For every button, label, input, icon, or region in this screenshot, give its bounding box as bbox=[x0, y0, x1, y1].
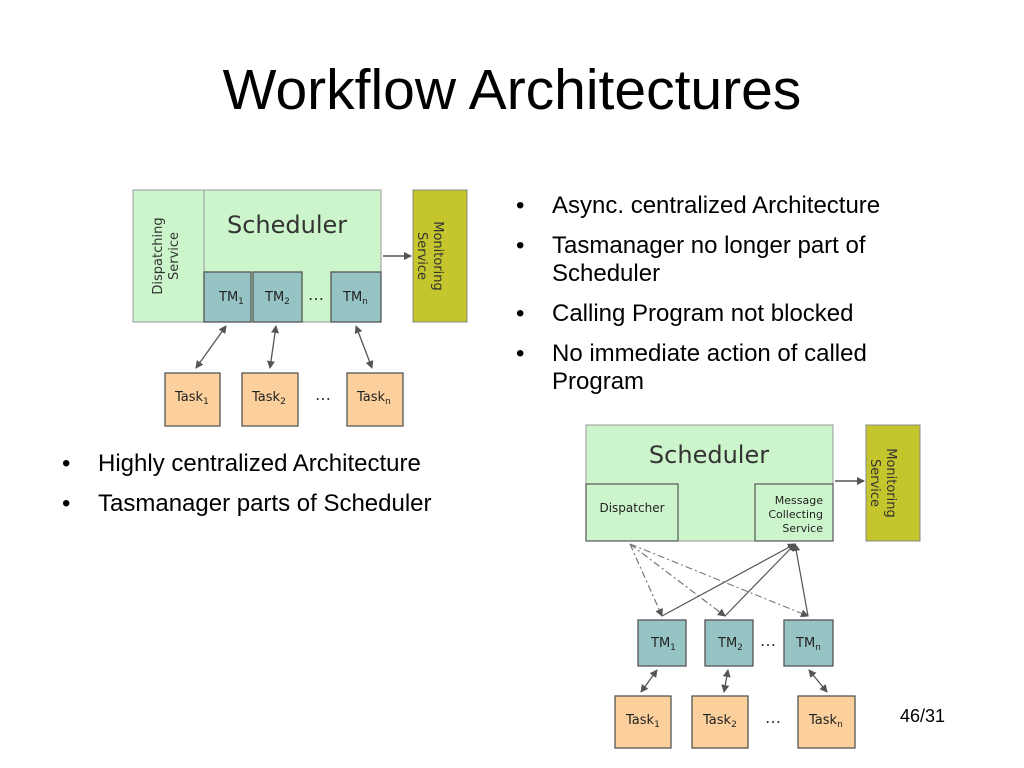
task-label: Task2 bbox=[251, 390, 286, 407]
bullet-item: Highly centralized Architecture bbox=[58, 450, 518, 478]
monitoring-service-label: Monitoring Service bbox=[867, 448, 898, 518]
monitoring-service-box bbox=[412, 189, 468, 323]
dispatch-links bbox=[629, 543, 809, 618]
tm-box bbox=[637, 619, 687, 667]
scheduler-label: Scheduler bbox=[649, 441, 769, 469]
tm-label: TM1 bbox=[650, 636, 676, 653]
message-label: Service bbox=[782, 522, 823, 535]
ellipsis: … bbox=[315, 385, 331, 404]
link-arrow bbox=[195, 325, 227, 369]
tm-box bbox=[330, 271, 382, 323]
task-box bbox=[614, 695, 672, 749]
dispatching-service-label: Dispatching Service bbox=[151, 217, 182, 294]
message-label: Message bbox=[775, 494, 823, 507]
message-collecting-service-box bbox=[754, 483, 834, 542]
tm-label: TM1 bbox=[218, 290, 244, 307]
tm-box bbox=[783, 619, 834, 667]
task-label: Taskn bbox=[356, 390, 391, 407]
monitoring-service-label: Monitoring Service bbox=[414, 221, 445, 291]
task-label: Taskn bbox=[808, 713, 843, 730]
task-box bbox=[346, 372, 404, 427]
tm-box bbox=[252, 271, 303, 323]
task-box bbox=[164, 372, 221, 427]
tm-label: TM2 bbox=[717, 636, 743, 653]
bullet-item: Calling Program not blocked bbox=[512, 300, 962, 328]
link-arrow bbox=[721, 669, 731, 693]
bullet-item: No immediate action of called Program bbox=[512, 340, 962, 396]
task-box bbox=[691, 695, 749, 749]
bullet-item: Async. centralized Architecture bbox=[512, 192, 962, 220]
svg-text:Service: Service bbox=[867, 459, 882, 507]
task-box bbox=[241, 372, 299, 427]
tm-label: TM2 bbox=[264, 290, 290, 307]
bullet-list-async: Async. centralized Architecture Tasmanag… bbox=[512, 192, 962, 408]
ellipsis: … bbox=[308, 285, 324, 304]
link-arrow bbox=[640, 669, 658, 693]
bullet-item: Tasmanager no longer part of Scheduler bbox=[512, 232, 962, 288]
bullet-list-centralized: Highly centralized Architecture Tasmanag… bbox=[58, 450, 518, 530]
async-architecture-diagram: Scheduler Dispatcher Message Collecting … bbox=[585, 424, 921, 749]
bullet-item: Tasmanager parts of Scheduler bbox=[58, 490, 518, 518]
link-arrow bbox=[354, 325, 374, 369]
monitoring-service-box bbox=[865, 424, 921, 542]
ellipsis: … bbox=[760, 631, 776, 650]
tm-box bbox=[704, 619, 754, 667]
svg-text:Monitoring: Monitoring bbox=[883, 448, 898, 518]
slide-title: Workflow Architectures bbox=[222, 58, 802, 122]
svg-text:Service: Service bbox=[167, 232, 182, 280]
task-box bbox=[797, 695, 856, 749]
report-links bbox=[661, 543, 809, 617]
task-label: Task1 bbox=[625, 713, 660, 730]
message-label: Collecting bbox=[768, 508, 823, 521]
dispatcher-box bbox=[585, 483, 679, 542]
task-label: Task2 bbox=[702, 713, 737, 730]
link-arrow bbox=[808, 669, 828, 693]
centralized-architecture-diagram: Scheduler Dispatching Service Monitoring… bbox=[132, 189, 468, 427]
tm-label: TMn bbox=[795, 636, 821, 653]
link-arrow bbox=[267, 325, 279, 369]
ellipsis: … bbox=[765, 708, 781, 727]
tm-box bbox=[203, 271, 252, 323]
svg-text:Service: Service bbox=[414, 232, 429, 280]
scheduler-label: Scheduler bbox=[227, 211, 347, 239]
slide-number: 46/31 bbox=[900, 706, 946, 726]
dispatcher-label: Dispatcher bbox=[599, 501, 664, 515]
tm-label: TMn bbox=[342, 290, 368, 307]
svg-text:Dispatching: Dispatching bbox=[151, 217, 166, 294]
svg-text:Monitoring: Monitoring bbox=[430, 221, 445, 291]
task-label: Task1 bbox=[174, 390, 209, 407]
